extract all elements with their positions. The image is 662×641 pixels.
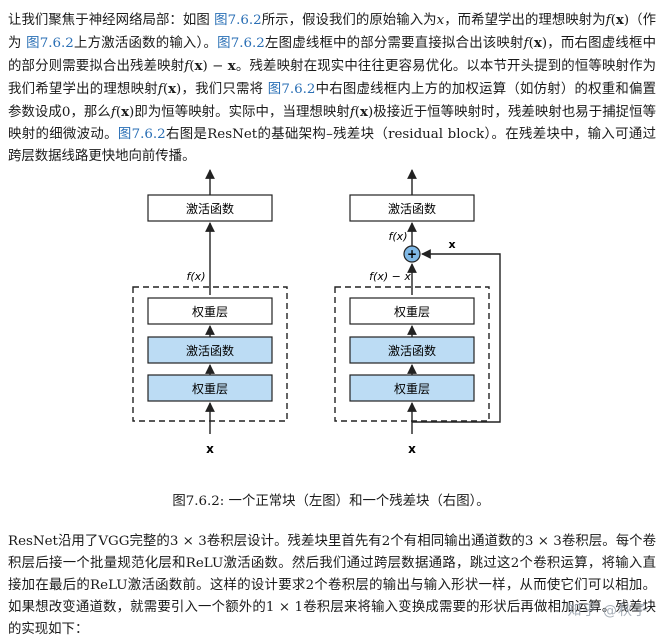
- watermark: 知乎 @秋子: [567, 603, 648, 619]
- text-run: （作为: [8, 13, 656, 51]
- text-run: 极接近于恒等映射时，残差映射也易于捕捉恒等映射的细微波动。: [8, 105, 657, 142]
- input-x-label: x: [206, 442, 214, 456]
- shortcut-x-label: x: [448, 238, 455, 251]
- input-x-label: x: [408, 442, 416, 456]
- text-run: 即为恒等映射。实际中，当理想映射: [134, 105, 350, 120]
- text-run: 上方激活函数的输入）。: [73, 36, 218, 51]
- fx-minus-x-label: f(x) − x: [369, 270, 411, 283]
- math-fx: f(x): [523, 35, 548, 51]
- text-run: ，而右图虚线框中的部分则需要拟合出残差映射: [8, 36, 656, 74]
- text-run: 左图虚线框中的部分需要直接拟合出该映射: [264, 36, 524, 51]
- add-node: [403, 245, 421, 263]
- figure-link[interactable]: 图7.6.2: [267, 82, 316, 97]
- figure-link[interactable]: 图7.6.2: [117, 127, 166, 142]
- fx-label: f(x): [187, 270, 206, 283]
- weight-layer-label: 权重层: [394, 382, 430, 396]
- weight-layer-label: 权重层: [192, 305, 228, 319]
- text-run: 右图是ResNet的基础架构–残差块（residual block）。在残差块中…: [8, 127, 657, 164]
- text-run: ，我们只需将: [181, 82, 268, 97]
- math-fx: f(x): [605, 12, 630, 28]
- weight-layer-box-bottom: [349, 374, 475, 402]
- plus-sign: +: [407, 247, 417, 261]
- activation-box: [349, 194, 475, 222]
- resnet-paragraph: ResNet沿用了VGG完整的3 × 3卷积层设计。残差块里首先有2个有相同输出…: [8, 534, 656, 637]
- activation-label: 激活函数: [388, 343, 436, 358]
- activation-label: 激活函数: [186, 343, 234, 358]
- residual-block-diagram: 激活函数 f(x) + f(x) − x 权重层 激活函数 权重层 x x: [334, 169, 501, 456]
- math-fx: f(x): [157, 81, 182, 97]
- fx-label: f(x): [389, 230, 408, 243]
- text-run: 让我们聚焦于神经网络局部：如图: [8, 13, 215, 28]
- math-fx: f(x): [110, 104, 135, 120]
- figure-link[interactable]: 图7.6.2: [214, 13, 262, 28]
- text-run: ，而希望学出的理想映射为: [444, 13, 606, 28]
- activation-box-inner: [147, 336, 273, 364]
- text-run: 所示，假设我们的原始输入为: [261, 13, 437, 28]
- weight-layer-box-bottom: [147, 374, 273, 402]
- text-run: 。残差映射在现实中往往更容易优化。以本节开头提到的恒等映射作为我们希望学出的理想…: [8, 59, 657, 97]
- intro-paragraph: 让我们聚焦于神经网络局部：如图 图7.6.2所示，假设我们的原始输入为x，而希望…: [8, 9, 656, 168]
- activation-box-inner: [349, 336, 475, 364]
- math-x: x: [436, 13, 445, 28]
- activation-label: 激活函数: [388, 201, 436, 216]
- weight-layer-box-top: [349, 297, 475, 325]
- math-fx: f(x): [349, 104, 374, 120]
- normal-block-diagram: 激活函数 f(x) 权重层 激活函数 权重层 x: [132, 169, 288, 456]
- activation-box: [147, 194, 273, 222]
- text-run: 中右图虚线框内上方的加权运算（如仿射）的权重和偏置参数设成0，那么: [8, 82, 657, 120]
- shortcut-connection: [412, 249, 501, 423]
- activation-label: 激活函数: [186, 201, 234, 216]
- weight-layer-label: 权重层: [394, 305, 430, 319]
- math-fx-minus-x: f(x) − x: [184, 58, 236, 74]
- figure-caption: 图7.6.2: 一个正常块（左图）和一个残差块（右图）。: [172, 494, 490, 509]
- figure-link[interactable]: 图7.6.2: [217, 36, 265, 51]
- weight-layer-box-top: [147, 297, 273, 325]
- figure-link[interactable]: 图7.6.2: [26, 36, 74, 51]
- residual-block-figure: 激活函数 f(x) 权重层 激活函数 权重层 x 激活函数 f(x) + f(x…: [132, 169, 501, 456]
- weight-layer-label: 权重层: [192, 382, 228, 396]
